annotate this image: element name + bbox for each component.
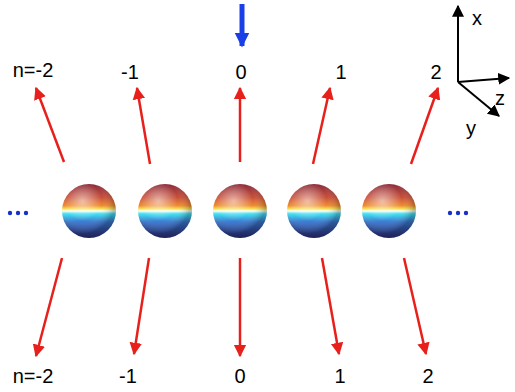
order-label: 1 <box>335 62 346 82</box>
downward-arrows <box>36 258 426 356</box>
scatter-arrow <box>313 88 330 164</box>
dot <box>464 211 468 215</box>
order-label: -1 <box>119 366 137 386</box>
order-label: 0 <box>234 366 245 386</box>
scatter-arrow <box>411 88 438 164</box>
sphere <box>362 184 416 238</box>
order-label: n=-2 <box>13 366 54 386</box>
sphere <box>138 184 192 238</box>
axis-label: x <box>472 8 482 28</box>
sphere <box>213 184 267 238</box>
order-label: 2 <box>430 62 441 82</box>
sphere-chain <box>62 184 416 238</box>
sphere-shading <box>62 184 116 238</box>
scatter-arrow <box>404 258 426 354</box>
sphere-shading <box>287 184 341 238</box>
order-label: 0 <box>235 62 246 82</box>
scatter-arrow <box>36 258 62 356</box>
x-axis <box>457 6 459 82</box>
ellipsis-dots <box>8 211 468 215</box>
axes <box>458 6 509 116</box>
order-label: 1 <box>334 366 345 386</box>
order-label: 2 <box>422 366 433 386</box>
dot <box>8 211 12 215</box>
scatter-arrow <box>36 88 64 162</box>
scatter-arrow <box>322 258 339 354</box>
upward-arrows <box>36 88 438 164</box>
scatter-arrow <box>239 258 242 356</box>
sphere <box>62 184 116 238</box>
order-label: -1 <box>121 62 139 82</box>
dot <box>448 211 452 215</box>
z-axis <box>458 78 509 82</box>
scatter-arrow <box>239 88 242 162</box>
sphere-shading <box>138 184 192 238</box>
scatter-arrow <box>137 88 150 164</box>
order-label: n=-2 <box>13 60 54 80</box>
sphere-shading <box>362 184 416 238</box>
dot <box>456 211 460 215</box>
y-axis <box>458 82 499 116</box>
sphere-shading <box>213 184 267 238</box>
dot <box>16 211 20 215</box>
dot <box>24 211 28 215</box>
sphere <box>287 184 341 238</box>
axis-label: y <box>466 118 476 138</box>
scatter-arrow <box>134 258 149 354</box>
axis-label: z <box>495 88 505 108</box>
incident-arrow <box>240 4 245 46</box>
